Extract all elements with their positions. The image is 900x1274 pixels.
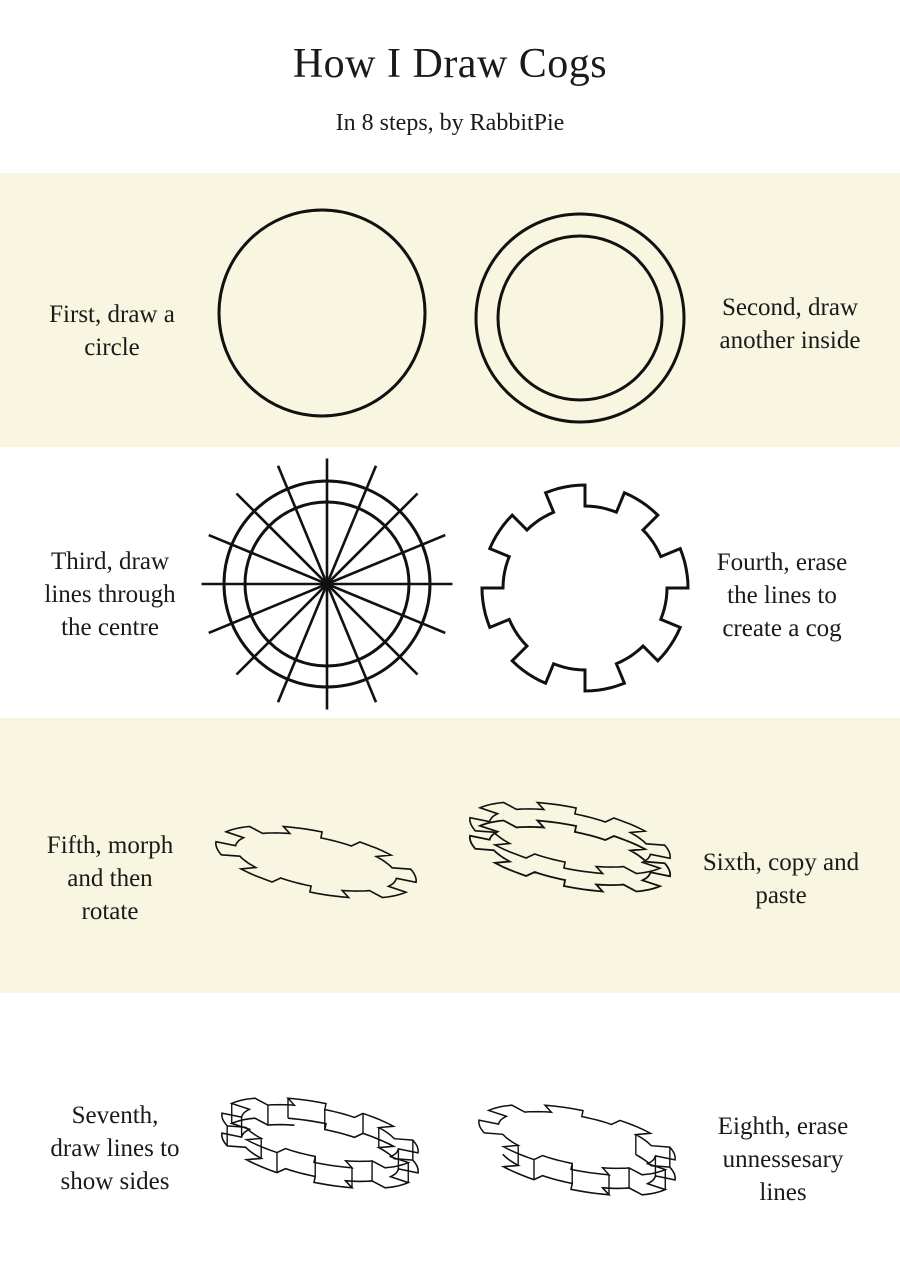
page-subtitle: In 8 steps, by RabbitPie <box>335 110 565 136</box>
row-band-1 <box>0 173 900 447</box>
row-band-3 <box>0 718 900 993</box>
page-title: How I Draw Cogs <box>292 41 608 87</box>
